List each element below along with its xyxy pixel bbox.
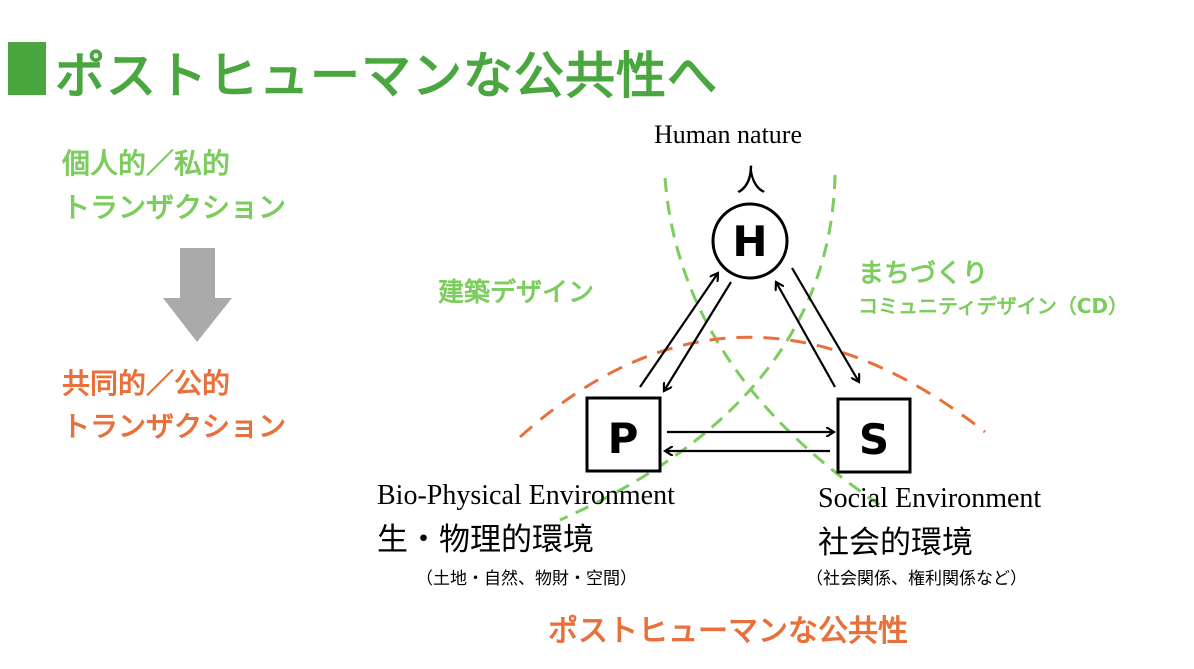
down-arrow-icon: [163, 248, 232, 342]
private-line1: 個人的／私的: [62, 147, 231, 180]
arrow-h-to-p: [664, 281, 732, 391]
p-label-en: Bio-Physical Environment: [377, 480, 675, 511]
private-line2: トランザクション: [62, 191, 287, 224]
p-letter: P: [608, 414, 639, 463]
p-label-sub: （土地・自然、物財・空間）: [416, 569, 637, 589]
bottom-label: ポストヒューマンな公共性: [548, 614, 908, 649]
page-title: ポストヒューマンな公共性へ: [55, 47, 718, 105]
architecture-label: 建築デザイン: [438, 278, 595, 308]
public-line1: 共同的／公的: [62, 367, 231, 400]
h-node: [711, 202, 789, 280]
orange-dashed-arc: [518, 335, 986, 439]
s-letter: S: [859, 415, 889, 464]
green-dashed-curve-left: [663, 177, 881, 507]
s-label-sub: （社会関係、権利関係など）: [806, 569, 1027, 589]
h-letter: H: [732, 217, 767, 266]
arrow-s-to-h: [776, 282, 836, 388]
s-node: [836, 397, 912, 474]
community-design-label: コミュニティデザイン（CD）: [858, 294, 1129, 318]
h-label-en: Human nature: [654, 120, 803, 149]
arrow-p-to-h: [639, 273, 718, 388]
p-label-jp: 生・物理的環境: [377, 522, 594, 558]
arrow-h-to-s: [791, 267, 859, 382]
p-node: [585, 396, 662, 473]
title-marker: [8, 42, 46, 95]
h-label-jp: 人: [736, 164, 766, 199]
green-dashed-curve-right: [559, 174, 837, 522]
machizukuri-label: まちづくり: [858, 259, 989, 289]
public-line2: トランザクション: [62, 410, 287, 443]
s-label-jp: 社会的環境: [818, 525, 973, 561]
s-label-en: Social Environment: [818, 483, 1042, 514]
